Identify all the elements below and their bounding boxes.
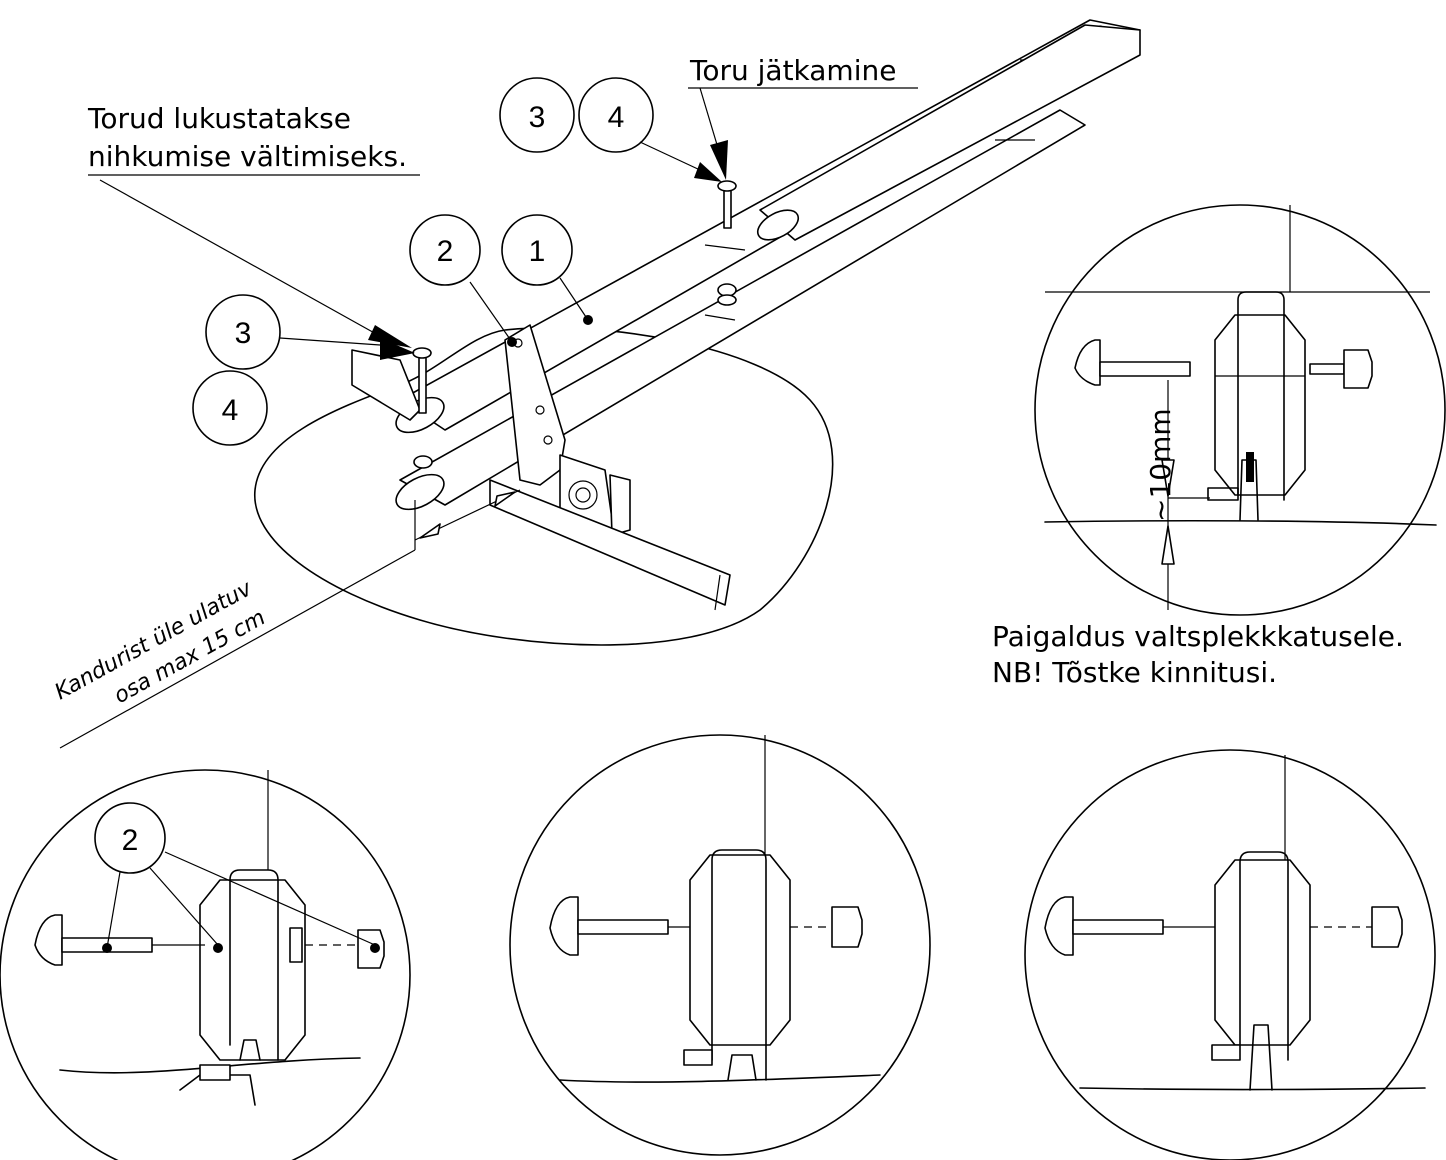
svg-text:3: 3 — [529, 101, 546, 134]
detail-view-top: ~10mm — [1034, 204, 1446, 616]
nut-middle — [717, 283, 737, 306]
svg-text:Toru jätkamine: Toru jätkamine — [689, 54, 896, 87]
roof-patch-outline — [254, 327, 834, 646]
seam-rail — [489, 479, 731, 606]
extension-tube — [756, 24, 1141, 241]
svg-text:nihkumise vältimiseks.: nihkumise vältimiseks. — [88, 140, 407, 173]
callout-1: 1 — [501, 214, 593, 325]
svg-text:4: 4 — [608, 101, 625, 134]
svg-text:Paigaldus valtsplekkkatusele.: Paigaldus valtsplekkkatusele. — [992, 620, 1404, 653]
svg-text:4: 4 — [222, 394, 239, 427]
callout-2: 2 — [409, 214, 517, 347]
label-tubes-locked: Torud lukustatakse nihkumise vältimiseks… — [87, 102, 420, 348]
label-tube-extension: Toru jätkamine — [688, 54, 918, 180]
svg-text:3: 3 — [235, 317, 252, 350]
svg-text:~10mm: ~10mm — [1144, 408, 1177, 522]
label-overhang: Kandurist üle ulatuv osa max 15 cm — [51, 576, 270, 709]
svg-text:NB! Tõstke kinnitusi.: NB! Tõstke kinnitusi. — [992, 656, 1277, 689]
main-assembly — [59, 19, 1141, 749]
callout-4-left: 4 — [192, 370, 268, 446]
bolt-extension — [717, 180, 737, 229]
detail-view-bottom-right — [1024, 749, 1436, 1160]
callout-3-top: 3 — [499, 77, 575, 153]
svg-text:2: 2 — [437, 235, 454, 268]
svg-text:Torud lukustatakse: Torud lukustatakse — [87, 102, 351, 135]
detail-view-bottom-middle — [509, 734, 931, 1156]
lower-tube — [395, 109, 1086, 511]
callout-4-top: 4 — [578, 77, 722, 182]
svg-text:2: 2 — [122, 824, 139, 857]
detail-view-bottom-left: 2 — [0, 769, 411, 1160]
nut-lower-left — [413, 455, 433, 469]
label-installation: Paigaldus valtsplekkkatusele. NB! Tõstke… — [992, 620, 1404, 689]
svg-text:1: 1 — [529, 235, 546, 268]
left-bracket-stub — [351, 349, 421, 421]
